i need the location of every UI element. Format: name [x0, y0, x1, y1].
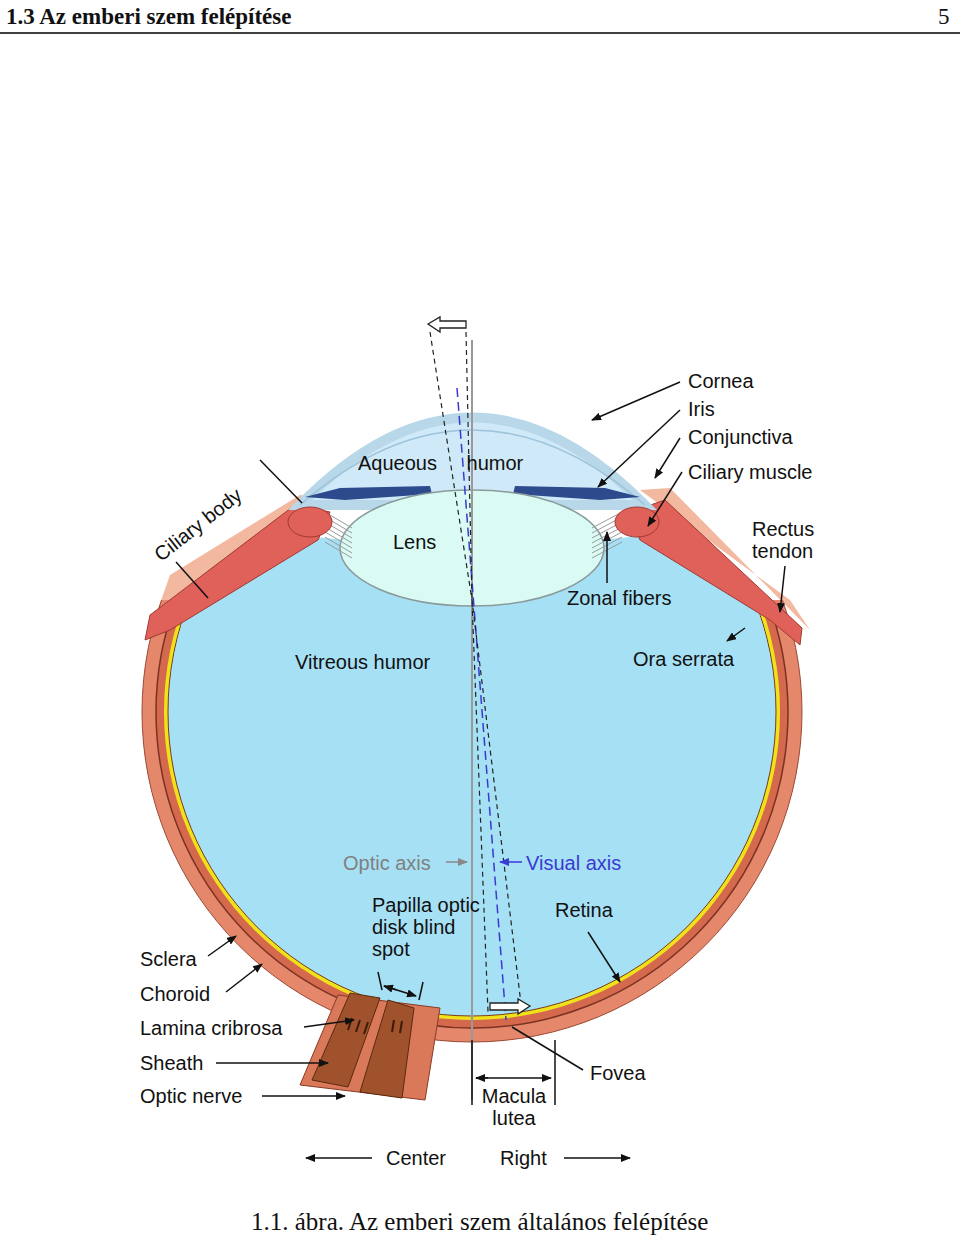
zonal-fibers [325, 532, 352, 548]
part-label: Conjunctiva [688, 426, 793, 448]
axes [428, 317, 530, 1100]
leader-lines [476, 1077, 551, 1079]
zonal-fibers [325, 537, 352, 553]
leader-lines [304, 1020, 354, 1027]
leader-lines [446, 861, 467, 863]
part-label: Ora serrata [633, 648, 734, 670]
object-arrow [428, 317, 466, 332]
part-label: Retina [555, 899, 613, 921]
part-label: Rectus tendon [752, 518, 836, 562]
eye-globe [142, 382, 810, 1100]
part-label: Macula lutea [474, 1085, 554, 1129]
direction-label: Right [500, 1147, 547, 1169]
leader-lines [727, 628, 745, 641]
page-number: 5 [938, 6, 950, 28]
leader-lines [262, 1095, 345, 1097]
part-label: Cornea [688, 370, 754, 392]
leader-lines [655, 438, 680, 478]
part-label: Papilla optic disk blind spot [372, 894, 482, 960]
zonal-fibers [325, 512, 622, 558]
leader-lines [216, 1062, 328, 1064]
part-label: Optic nerve [140, 1085, 242, 1107]
part-label: Zonal fibers [567, 587, 672, 609]
zonal-fibers [325, 542, 352, 558]
leader-lines [378, 972, 382, 990]
part-label: Lens [393, 531, 436, 553]
leader-lines [226, 964, 262, 992]
leader-lines [176, 562, 208, 598]
part-label: Fovea [590, 1062, 646, 1084]
leader-lines [384, 986, 396, 990]
visual-axis [457, 388, 506, 1020]
leader-lines [500, 861, 522, 863]
leader-lines [260, 460, 302, 503]
leader-lines [648, 472, 682, 526]
leader-lines [588, 932, 620, 982]
leader-lines [780, 566, 785, 612]
leader-lines [592, 382, 680, 420]
part-label: Lamina cribrosa [140, 1017, 282, 1039]
figure-caption: 1.1. ábra. Az emberi szem általános felé… [251, 1208, 708, 1236]
part-label: Choroid [140, 983, 210, 1005]
page-header: 1.3 Az emberi szem felépítése [6, 4, 291, 30]
part-label: Sclera [140, 948, 197, 970]
image-arrow [490, 999, 530, 1014]
leader-lines [306, 1157, 372, 1159]
ciliary-muscle-left [288, 507, 332, 537]
part-label: Vitreous humor [295, 651, 430, 673]
part-label: Iris [688, 398, 715, 420]
leader-lines [384, 986, 416, 996]
leader-lines [512, 1027, 583, 1070]
ciliary-muscle-right [615, 507, 659, 537]
header-rule [0, 32, 960, 34]
part-label: Ciliary muscle [688, 461, 812, 483]
lamina-cribrosa [348, 1018, 402, 1034]
leader-lines [606, 532, 608, 583]
axis-label: Visual axis [526, 852, 621, 874]
optic-nerve-strand [360, 1000, 414, 1098]
part-label: Aqueous humor [358, 452, 523, 474]
leader-lines [471, 1040, 473, 1105]
leader-lines [176, 382, 785, 1158]
leader-lines [419, 982, 423, 1000]
part-label: Sheath [140, 1052, 203, 1074]
direction-label: Center [386, 1147, 446, 1169]
leader-lines [208, 936, 236, 956]
leader-lines [554, 1040, 556, 1105]
leader-lines [476, 1077, 488, 1079]
axis-label: Optic axis [343, 852, 431, 874]
leader-lines [598, 410, 680, 487]
leader-lines [564, 1157, 630, 1159]
